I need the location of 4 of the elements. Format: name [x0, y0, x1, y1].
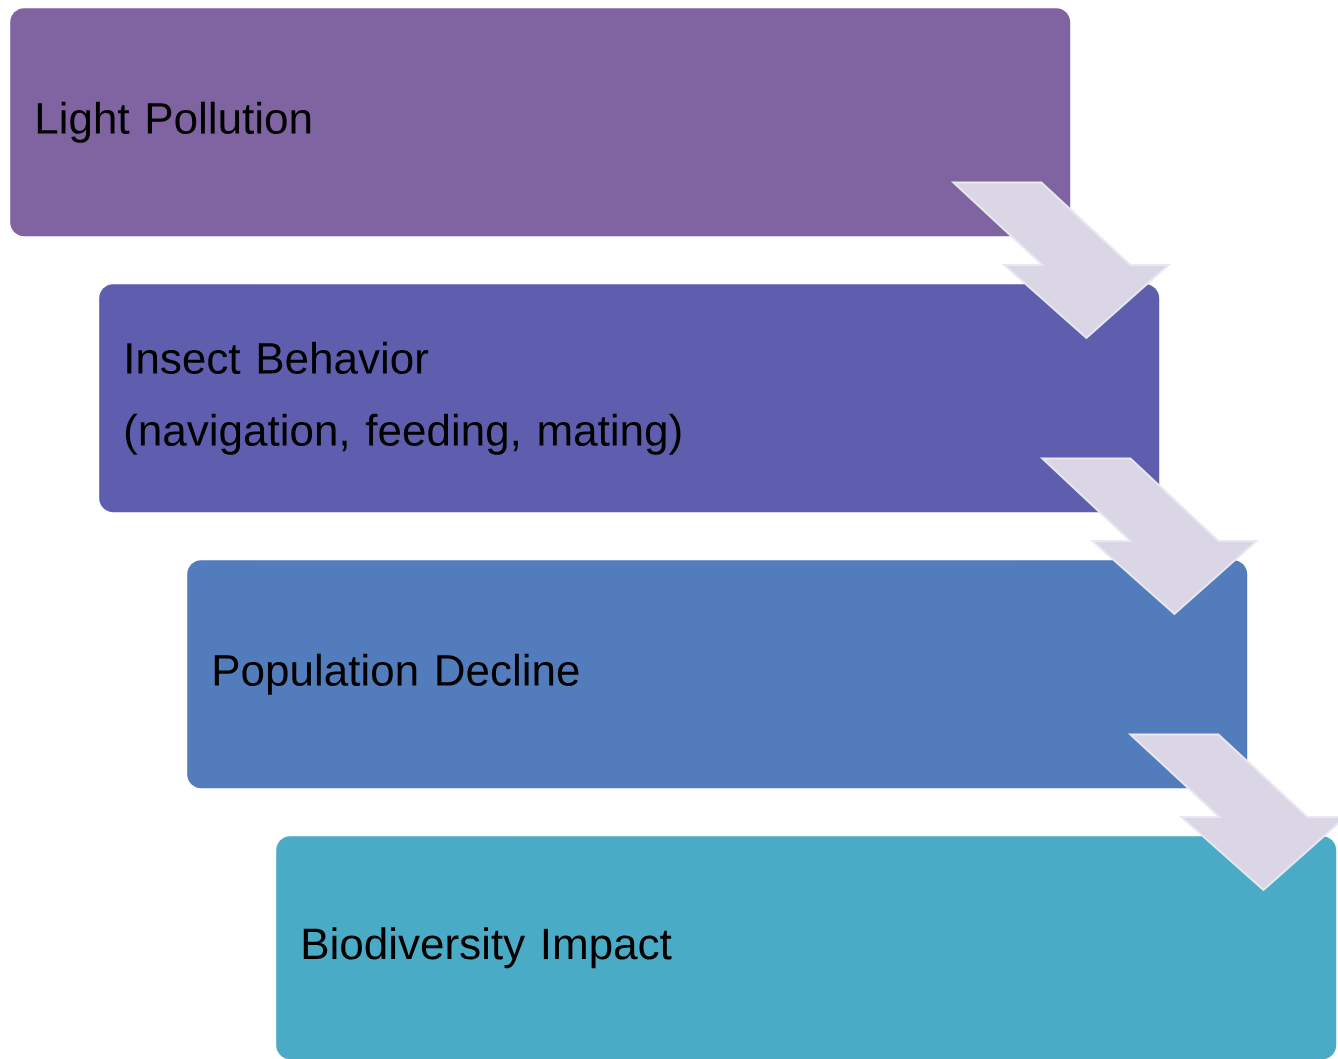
process-box: Biodiversity Impact — [276, 836, 1337, 1059]
process-box: Population Decline — [187, 560, 1248, 789]
process-box: Insect Behavior (navigation, feeding, mating) — [99, 284, 1160, 513]
process-box: Light Pollution — [10, 8, 1071, 237]
